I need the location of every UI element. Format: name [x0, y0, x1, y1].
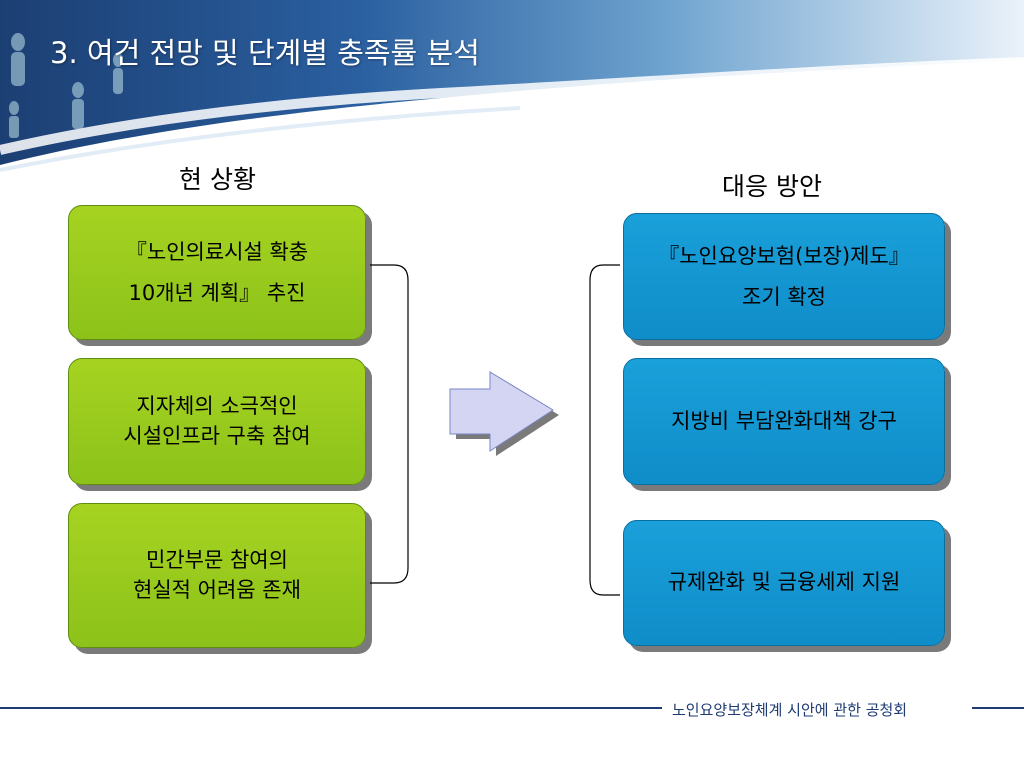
- footer-text: 노인요양보장체계 시안에 관한 공청회: [672, 701, 908, 719]
- right-bracket: [589, 264, 620, 596]
- response-plan-heading: 대응 방안: [722, 172, 822, 201]
- slide-title: 3. 여건 전망 및 단계별 충족률 분석: [50, 36, 480, 70]
- response-box-2: 지방비 부담완화대책 강구: [623, 358, 945, 485]
- footer-rule-left: [0, 707, 662, 709]
- situation-box-2: 지자체의 소극적인 시설인프라 구축 참여: [68, 358, 366, 485]
- box-line: 지방비 부담완화대책 강구: [671, 408, 897, 433]
- situation-box-1: 『노인의료시설 확충 10개년 계획』 추진: [68, 205, 366, 340]
- footer-rule-right: [972, 707, 1024, 709]
- box-line: 현실적 어려움 존재: [133, 577, 301, 602]
- left-bracket: [370, 264, 409, 584]
- header-banner: [0, 0, 1024, 200]
- box-line: 『노인의료시설 확충: [125, 239, 309, 264]
- box-line: 지자체의 소극적인: [136, 394, 298, 419]
- situation-box-3: 민간부문 참여의 현실적 어려움 존재: [68, 503, 366, 648]
- box-line: 『노인요양보험(보장)제도』: [658, 243, 910, 268]
- people-silhouettes-icon: [9, 33, 123, 138]
- banner-graphic: [0, 0, 1024, 172]
- response-box-3: 규제완화 및 금융세제 지원: [623, 520, 945, 646]
- response-box-1: 『노인요양보험(보장)제도』 조기 확정: [623, 213, 945, 340]
- box-line: 규제완화 및 금융세제 지원: [667, 570, 901, 595]
- current-situation-heading: 현 상황: [179, 165, 256, 194]
- right-arrow-icon: [449, 371, 554, 452]
- box-line: 조기 확정: [742, 284, 826, 309]
- box-line: 민간부문 참여의: [146, 548, 288, 573]
- box-line: 10개년 계획』 추진: [128, 280, 306, 305]
- box-line: 시설인프라 구축 참여: [123, 423, 311, 448]
